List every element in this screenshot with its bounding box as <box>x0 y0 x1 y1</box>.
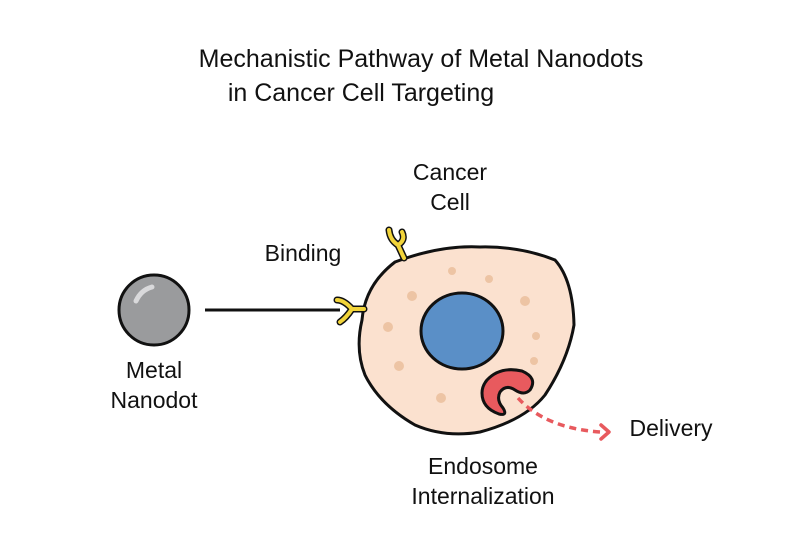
endosome-internalization-label: Endosome Internalization <box>383 451 583 511</box>
receptor-top <box>385 226 408 262</box>
cancer-cell <box>357 245 576 436</box>
metal-nanodot <box>117 273 191 347</box>
cancer-cell-label: Cancer Cell <box>390 157 510 217</box>
metal-nanodot-label-line-2: Nanodot <box>110 387 198 413</box>
nanodot-highlight <box>133 284 155 304</box>
granule <box>436 393 446 403</box>
cancer-cell-label-line-1: Cancer <box>412 159 488 185</box>
delivery-label: Delivery <box>629 415 713 441</box>
cancer-cell-label-line-2: Cell <box>430 189 470 215</box>
granule <box>520 296 530 306</box>
delivery-arrow <box>516 396 611 441</box>
endosome <box>480 368 535 416</box>
nanodot-sphere <box>117 273 191 347</box>
granule <box>448 267 456 275</box>
cytoplasm-granules <box>383 267 540 403</box>
receptor-binding <box>333 296 368 326</box>
delivery-path <box>516 396 601 434</box>
granule <box>485 275 493 283</box>
granule <box>407 291 417 301</box>
endosome-label-line-1: Endosome <box>428 453 538 479</box>
endosome-label-line-2: Internalization <box>411 483 555 509</box>
granule <box>530 357 538 365</box>
metal-nanodot-label: Metal Nanodot <box>94 355 214 415</box>
diagram-title-line-1: Mechanistic Pathway of Metal Nanodots <box>198 45 644 73</box>
nucleus <box>419 291 505 371</box>
diagram-title-line-2: in Cancer Cell Targeting <box>227 79 495 107</box>
binding-label: Binding <box>264 240 342 266</box>
granule <box>394 361 404 371</box>
metal-nanodot-label-line-1: Metal <box>125 357 183 383</box>
delivery-arrowhead <box>599 423 611 441</box>
granule <box>383 322 393 332</box>
granule <box>532 332 540 340</box>
